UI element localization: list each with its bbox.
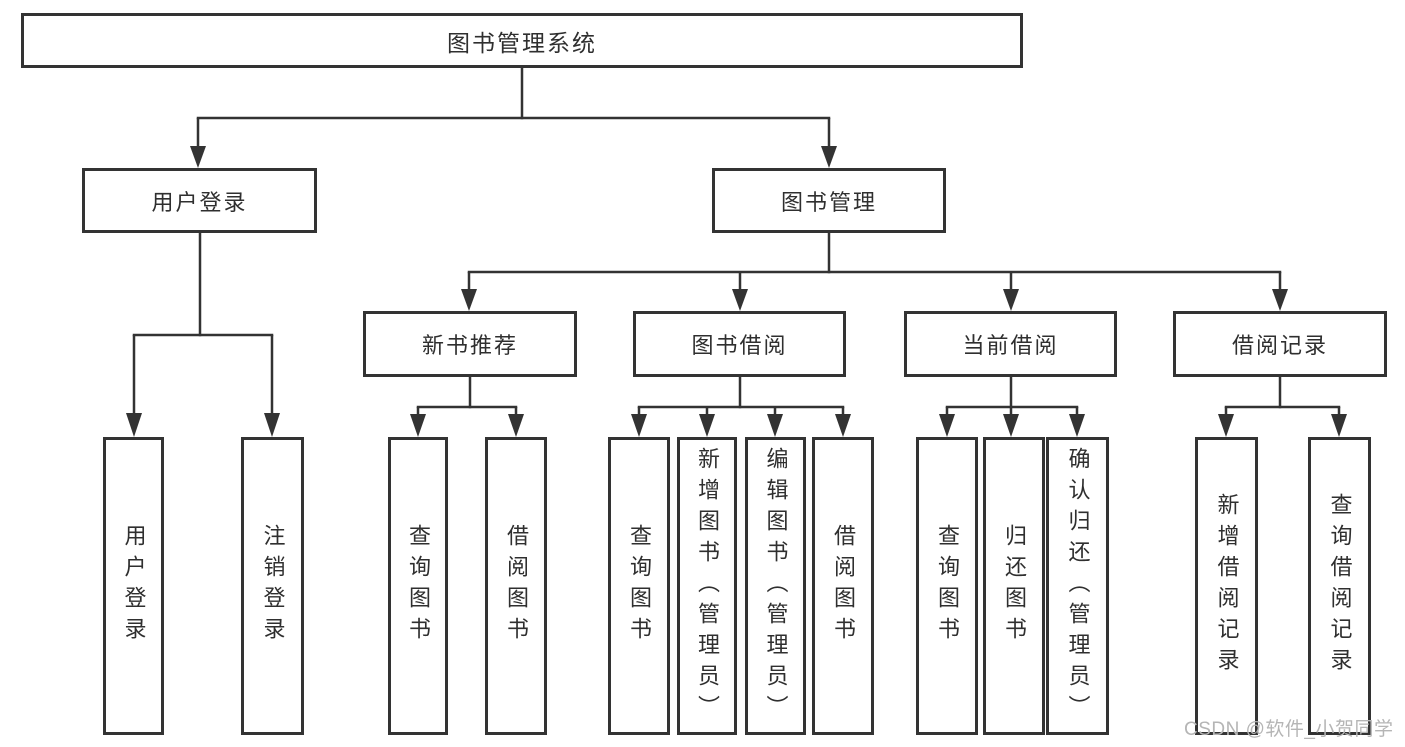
leaf-recommend-borrow-books: 借阅图书 xyxy=(485,437,547,735)
leaf-recommend-borrow-books-label: 借阅图书 xyxy=(504,524,529,648)
connector-user-login xyxy=(126,233,280,437)
connector-current-borrow xyxy=(939,377,1085,437)
node-book-management: 图书管理 xyxy=(712,168,946,233)
connector-root xyxy=(190,68,837,168)
leaf-add-borrow-record: 新增借阅记录 xyxy=(1195,437,1258,735)
connector-book-management xyxy=(461,233,1288,311)
node-new-book-recommend-label: 新书推荐 xyxy=(421,333,518,358)
node-user-login: 用户登录 xyxy=(82,168,317,233)
node-borrow-records: 借阅记录 xyxy=(1173,311,1387,377)
watermark: CSDN @软件_小贺同学 xyxy=(1184,719,1394,740)
leaf-confirm-return-admin-label: 确认归还（管理员） xyxy=(1065,446,1091,726)
leaf-add-books-admin: 新增图书（管理员） xyxy=(677,437,737,735)
node-book-borrow-label: 图书借阅 xyxy=(691,333,788,358)
node-current-borrow: 当前借阅 xyxy=(904,311,1117,377)
leaf-confirm-return-admin: 确认归还（管理员） xyxy=(1046,437,1109,735)
node-user-login-label: 用户登录 xyxy=(151,189,248,215)
leaf-borrow-query-books-label: 查询图书 xyxy=(627,524,652,648)
leaf-recommend-query-books-label: 查询图书 xyxy=(406,524,431,648)
leaf-return-books: 归还图书 xyxy=(983,437,1045,735)
node-current-borrow-label: 当前借阅 xyxy=(962,333,1059,358)
node-new-book-recommend: 新书推荐 xyxy=(363,311,577,377)
leaf-recommend-query-books: 查询图书 xyxy=(388,437,448,735)
node-book-management-label: 图书管理 xyxy=(780,189,877,215)
node-root-label: 图书管理系统 xyxy=(447,29,597,56)
leaf-logout: 注销登录 xyxy=(241,437,304,735)
leaf-current-query-books-label: 查询图书 xyxy=(935,524,960,648)
leaf-edit-books-admin-label: 编辑图书（管理员） xyxy=(763,446,789,726)
leaf-current-query-books: 查询图书 xyxy=(916,437,978,735)
leaf-edit-books-admin: 编辑图书（管理员） xyxy=(745,437,806,735)
leaf-borrow-books-label: 借阅图书 xyxy=(831,524,856,648)
node-borrow-records-label: 借阅记录 xyxy=(1231,333,1328,358)
connector-book-borrow xyxy=(631,377,851,437)
leaf-return-books-label: 归还图书 xyxy=(1002,524,1027,648)
connector-borrow-records xyxy=(1218,377,1347,437)
leaf-query-borrow-record: 查询借阅记录 xyxy=(1308,437,1371,735)
leaf-query-borrow-record-label: 查询借阅记录 xyxy=(1327,493,1353,679)
leaf-user-login-label: 用户登录 xyxy=(121,524,147,648)
node-book-borrow: 图书借阅 xyxy=(633,311,846,377)
leaf-user-login: 用户登录 xyxy=(103,437,164,735)
leaf-add-borrow-record-label: 新增借阅记录 xyxy=(1214,493,1240,679)
connector-new-book-recommend xyxy=(410,377,524,437)
leaf-borrow-query-books: 查询图书 xyxy=(608,437,670,735)
leaf-borrow-books: 借阅图书 xyxy=(812,437,874,735)
node-root: 图书管理系统 xyxy=(21,13,1023,68)
leaf-add-books-admin-label: 新增图书（管理员） xyxy=(695,446,720,726)
leaf-logout-label: 注销登录 xyxy=(260,524,286,648)
